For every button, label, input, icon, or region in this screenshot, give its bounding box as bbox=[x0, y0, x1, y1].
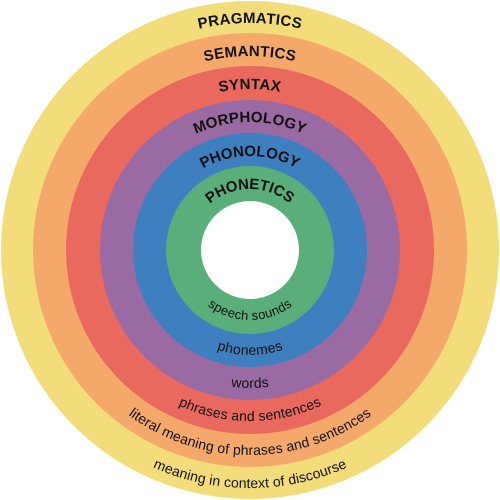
center-hole bbox=[201, 201, 299, 299]
ring-title-syntax: SYNTAX bbox=[217, 76, 282, 96]
ring-title-semantics: SEMANTICS bbox=[202, 43, 298, 65]
ring-description-phonology: phonemes bbox=[216, 337, 284, 358]
ring-description-morphology: words bbox=[230, 373, 270, 390]
ring-title-pragmatics: PRAGMATICS bbox=[196, 10, 304, 33]
